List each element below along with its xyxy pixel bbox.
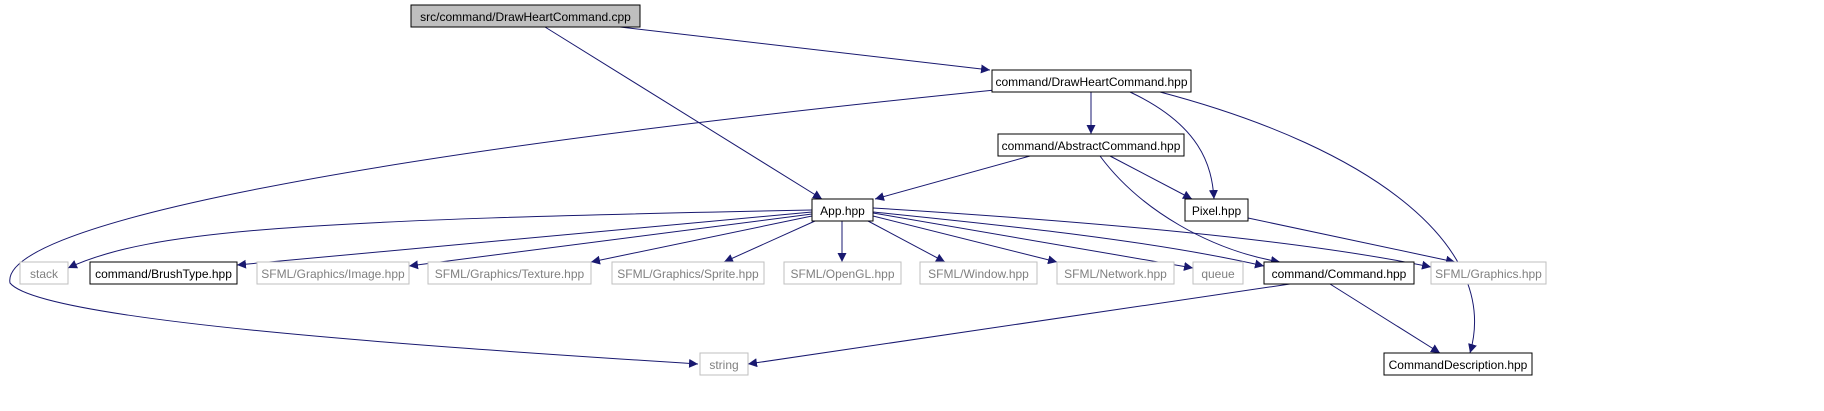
node-label-stack: stack	[30, 267, 59, 281]
edge-app-to-graphics	[872, 207, 1432, 270]
edge-app-to-sprite	[723, 220, 816, 263]
edge-app-to-stack	[67, 209, 813, 269]
node-box-drawheart	[991, 69, 1192, 93]
node-label-string: string	[709, 358, 738, 372]
node-box-pixel	[1184, 198, 1249, 222]
edge-app-to-command	[872, 211, 1265, 269]
node-command[interactable]: command/Command.hpp	[1263, 261, 1415, 285]
node-graphics: SFML/Graphics.hpp	[1430, 261, 1547, 285]
nodes-layer: src/command/DrawHeartCommand.cpp command/…	[19, 4, 1547, 376]
node-box-graphics	[1430, 261, 1547, 285]
edge-drawheart-to-cmddesc	[1159, 91, 1477, 354]
node-box-window	[919, 261, 1038, 285]
node-abstract[interactable]: command/AbstractCommand.hpp	[997, 133, 1185, 157]
node-texture: SFML/Graphics/Texture.hpp	[427, 261, 592, 285]
edge-drawheart-to-pixel	[1129, 91, 1218, 200]
node-label-cmddesc: CommandDescription.hpp	[1389, 358, 1528, 372]
edge-root-to-app	[544, 26, 823, 200]
node-box-abstract	[997, 133, 1185, 157]
node-label-sprite: SFML/Graphics/Sprite.hpp	[617, 267, 759, 281]
edge-app-to-window	[867, 220, 946, 263]
edge-app-to-image	[408, 213, 813, 270]
node-window: SFML/Window.hpp	[919, 261, 1038, 285]
edge-app-to-texture	[590, 215, 813, 265]
edges-layer	[9, 26, 1477, 368]
node-box-brushtype	[89, 261, 238, 285]
node-label-opengl: SFML/OpenGL.hpp	[790, 267, 894, 281]
edge-app-to-queue	[872, 212, 1194, 271]
node-brushtype[interactable]: command/BrushType.hpp	[89, 261, 238, 285]
node-box-opengl	[783, 261, 902, 285]
node-label-app: App.hpp	[820, 204, 865, 218]
edge-pixel-to-graphics	[1247, 217, 1456, 265]
node-box-app	[811, 198, 874, 222]
edge-command-to-string	[747, 283, 1291, 368]
node-label-window: SFML/Window.hpp	[928, 267, 1029, 281]
node-drawheart[interactable]: command/DrawHeartCommand.hpp	[991, 69, 1192, 93]
node-pixel[interactable]: Pixel.hpp	[1184, 198, 1249, 222]
node-box-string	[699, 352, 749, 376]
node-stack: stack	[19, 261, 69, 285]
node-box-stack	[19, 261, 69, 285]
edge-abstract-to-command	[1099, 155, 1281, 265]
node-label-command: command/Command.hpp	[1272, 267, 1407, 281]
edge-drawheart-to-string	[9, 89, 996, 368]
node-label-queue: queue	[1201, 267, 1235, 281]
edge-abstract-to-pixel	[1109, 155, 1193, 200]
node-box-cmddesc	[1383, 352, 1533, 376]
edge-command-to-cmddesc	[1329, 283, 1441, 354]
node-label-graphics: SFML/Graphics.hpp	[1435, 267, 1542, 281]
node-box-image	[256, 261, 410, 285]
node-label-image: SFML/Graphics/Image.hpp	[261, 267, 405, 281]
node-queue: queue	[1192, 261, 1244, 285]
node-root[interactable]: src/command/DrawHeartCommand.cpp	[410, 4, 641, 28]
node-label-abstract: command/AbstractCommand.hpp	[1002, 139, 1181, 153]
edge-app-to-network	[872, 215, 1058, 265]
node-box-command	[1263, 261, 1415, 285]
node-cmddesc[interactable]: CommandDescription.hpp	[1383, 352, 1533, 376]
node-label-pixel: Pixel.hpp	[1192, 204, 1242, 218]
edge-app-to-brushtype	[236, 211, 813, 269]
node-box-network	[1056, 261, 1175, 285]
node-box-sprite	[611, 261, 765, 285]
node-box-texture	[427, 261, 592, 285]
node-label-network: SFML/Network.hpp	[1064, 267, 1167, 281]
edge-root-to-drawheart	[619, 26, 991, 74]
node-app[interactable]: App.hpp	[811, 198, 874, 222]
node-label-root: src/command/DrawHeartCommand.cpp	[420, 10, 631, 24]
node-image: SFML/Graphics/Image.hpp	[256, 261, 410, 285]
node-sprite: SFML/Graphics/Sprite.hpp	[611, 261, 765, 285]
node-label-drawheart: command/DrawHeartCommand.hpp	[995, 75, 1187, 89]
node-label-brushtype: command/BrushType.hpp	[95, 267, 232, 281]
node-box-queue	[1192, 261, 1244, 285]
edge-abstract-to-app	[874, 155, 1031, 201]
node-opengl: SFML/OpenGL.hpp	[783, 261, 902, 285]
node-network: SFML/Network.hpp	[1056, 261, 1175, 285]
node-box-root	[410, 4, 641, 28]
node-string: string	[699, 352, 749, 376]
node-label-texture: SFML/Graphics/Texture.hpp	[435, 267, 585, 281]
